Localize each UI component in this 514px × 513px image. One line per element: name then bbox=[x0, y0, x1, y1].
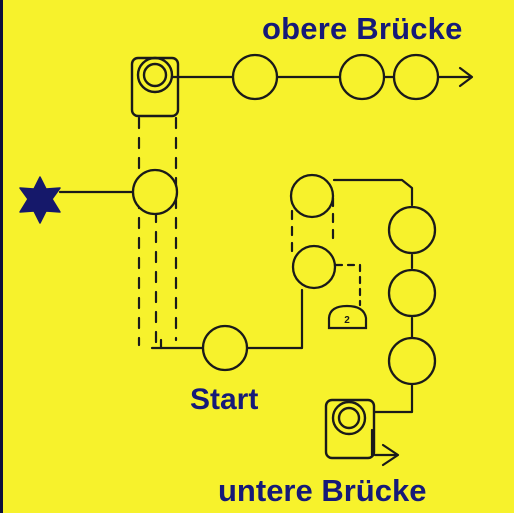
node-right-3 bbox=[387, 336, 437, 386]
upper-station-core bbox=[142, 62, 168, 88]
start-label: Start bbox=[190, 383, 259, 416]
left-border bbox=[0, 0, 3, 513]
lower-station-ring bbox=[331, 400, 367, 436]
top-arrow-head bbox=[458, 66, 474, 88]
node-inner-1 bbox=[289, 173, 335, 219]
node-right-1 bbox=[387, 205, 437, 255]
right-loop-track bbox=[332, 178, 414, 207]
node-left-junction bbox=[131, 168, 179, 216]
lower-bridge-label: untere Brücke bbox=[218, 473, 427, 508]
lower-station-tower bbox=[324, 398, 376, 460]
node-start bbox=[201, 324, 249, 372]
upper-station-ring bbox=[136, 56, 174, 94]
bell-icon: 2 bbox=[327, 304, 368, 330]
node-top-3 bbox=[392, 53, 440, 101]
star-icon bbox=[19, 176, 61, 224]
bottom-arrow-head bbox=[381, 443, 400, 467]
right-loop-track bbox=[373, 381, 414, 414]
node-top-1 bbox=[231, 53, 279, 101]
upper-bridge-label: obere Brücke bbox=[262, 11, 463, 46]
lower-station-core bbox=[337, 406, 361, 430]
node-top-2 bbox=[338, 53, 386, 101]
switch-number: 2 bbox=[344, 315, 350, 326]
start-track bbox=[246, 288, 304, 350]
node-inner-2 bbox=[291, 244, 337, 290]
node-right-2 bbox=[387, 268, 437, 318]
